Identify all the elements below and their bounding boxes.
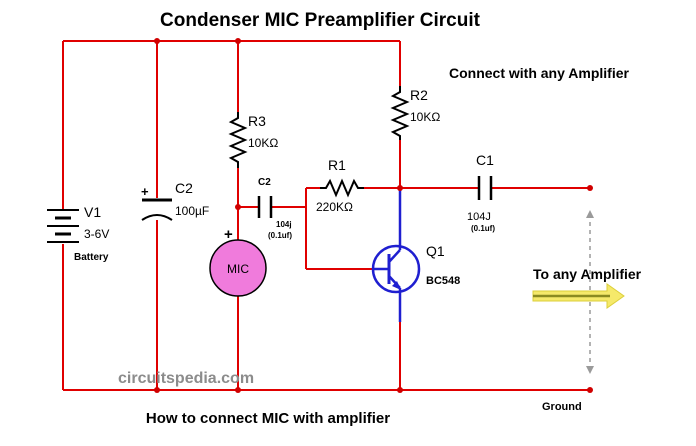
mic-polarity: + [224, 226, 233, 243]
node [235, 38, 241, 44]
c1-value: (0.1uf) [471, 224, 495, 233]
c2-coupling-value: (0.1uf) [268, 231, 292, 240]
c2-coupling-code: 104j [276, 220, 292, 229]
c2-coupling-ref: C2 [258, 177, 271, 188]
r1-ref: R1 [328, 157, 346, 173]
watermark: circuitspedia.com [118, 370, 254, 387]
c1-code: 104J [467, 211, 491, 223]
mic-label: MIC [227, 262, 249, 276]
node [235, 387, 241, 393]
r3-ref: R3 [248, 113, 266, 129]
ground-label: Ground [542, 401, 582, 413]
connect-note: Connect with any Amplifier [449, 65, 629, 81]
r3-resistor-symbol [228, 112, 248, 168]
battery-note: Battery [74, 252, 109, 263]
node [235, 204, 241, 210]
wires [62, 40, 590, 391]
battery-ref: V1 [84, 204, 101, 220]
r2-resistor-symbol [390, 86, 410, 140]
emitter-arrow-icon [392, 281, 401, 290]
r3-value: 10KΩ [248, 136, 278, 150]
c2-electrolytic-symbol [141, 198, 173, 221]
node [397, 185, 403, 191]
output-terminal [587, 185, 593, 191]
divider-arrow-down-icon [586, 366, 594, 374]
q1-part: BC548 [426, 275, 460, 287]
node [154, 387, 160, 393]
battery-symbol [47, 209, 79, 243]
c2-coupling-symbol [257, 196, 273, 218]
r1-resistor-symbol [320, 178, 364, 198]
ground-terminal [587, 387, 593, 393]
battery-value: 3-6V [84, 227, 109, 241]
c2-ref: C2 [175, 180, 193, 196]
c1-capacitor-symbol [477, 176, 493, 200]
c1-ref: C1 [476, 152, 494, 168]
r2-value: 10KΩ [410, 110, 440, 124]
output-label: To any Amplifier [533, 266, 642, 282]
q1-transistor-symbol [371, 188, 421, 322]
node [154, 38, 160, 44]
r2-ref: R2 [410, 87, 428, 103]
mic-symbol [209, 239, 267, 297]
diagram-title: Condenser MIC Preamplifier Circuit [160, 10, 481, 31]
divider-arrow-up-icon [586, 210, 594, 218]
r1-value: 220KΩ [316, 200, 353, 214]
node [397, 387, 403, 393]
c2-value: 100µF [175, 204, 209, 218]
bottom-caption: How to connect MIC with amplifier [146, 410, 390, 427]
junction-nodes [154, 38, 593, 393]
c2-polarity: + [141, 184, 149, 199]
q1-ref: Q1 [426, 243, 445, 259]
